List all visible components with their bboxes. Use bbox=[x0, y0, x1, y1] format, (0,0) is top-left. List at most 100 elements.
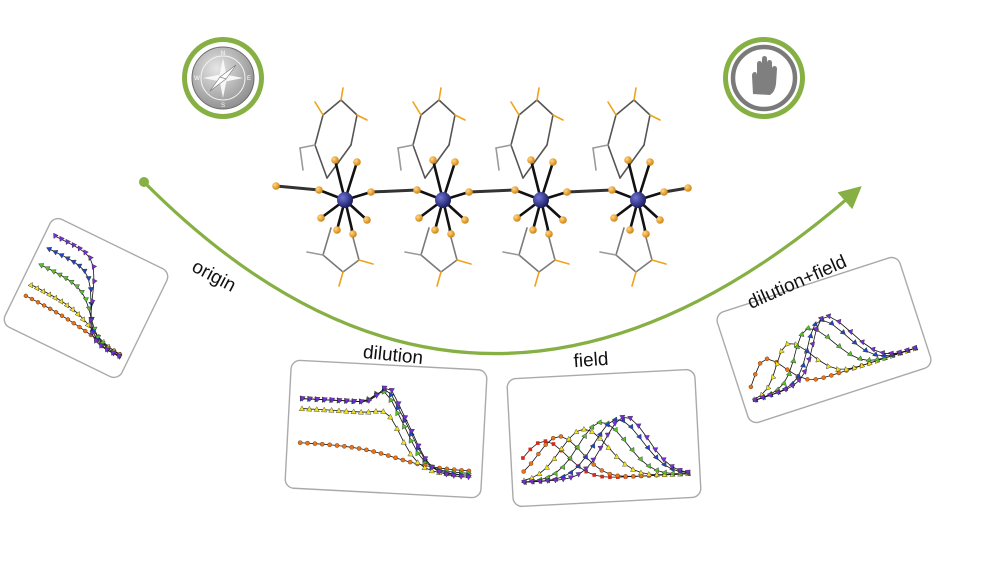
data-point bbox=[393, 425, 401, 432]
bond bbox=[454, 114, 466, 121]
bond bbox=[607, 144, 621, 179]
data-point bbox=[400, 457, 406, 463]
panel-field-label: field bbox=[573, 349, 609, 372]
data-point bbox=[328, 407, 335, 413]
bond bbox=[420, 99, 440, 116]
data-point bbox=[793, 343, 800, 350]
data-point bbox=[450, 473, 458, 479]
data-point bbox=[574, 444, 580, 451]
ligand-atom bbox=[331, 156, 339, 164]
data-point bbox=[321, 397, 328, 403]
data-point bbox=[851, 339, 858, 345]
data-point bbox=[465, 474, 472, 481]
data-point bbox=[644, 444, 650, 451]
bond bbox=[456, 259, 472, 265]
data-point bbox=[372, 408, 379, 414]
bond bbox=[356, 114, 368, 121]
data-point bbox=[436, 469, 443, 476]
data-point bbox=[643, 435, 650, 441]
data-point bbox=[77, 324, 82, 330]
bond bbox=[314, 144, 328, 179]
bond bbox=[538, 259, 556, 273]
bond bbox=[369, 188, 419, 194]
data-point bbox=[811, 321, 818, 327]
data-point bbox=[350, 408, 357, 415]
data-point bbox=[117, 352, 123, 359]
data-point bbox=[821, 375, 826, 380]
data-point bbox=[611, 416, 618, 423]
metal-atom bbox=[435, 192, 451, 208]
data-point bbox=[415, 443, 422, 450]
data-point bbox=[604, 432, 611, 439]
data-point bbox=[759, 394, 765, 401]
data-point bbox=[551, 455, 558, 462]
ligand-atom bbox=[608, 186, 616, 194]
data-point bbox=[41, 303, 47, 308]
data-point bbox=[859, 362, 866, 369]
data-point bbox=[74, 311, 80, 318]
ligand-atom bbox=[333, 226, 341, 234]
series-line bbox=[524, 419, 688, 483]
bond bbox=[510, 114, 520, 146]
ligand-atom bbox=[315, 186, 323, 194]
data-point bbox=[305, 440, 310, 446]
data-point bbox=[867, 360, 873, 367]
data-point bbox=[414, 459, 421, 465]
data-point bbox=[807, 332, 814, 339]
panel-field bbox=[506, 368, 702, 508]
data-point bbox=[536, 451, 541, 457]
molecular-chain bbox=[272, 87, 692, 287]
bond bbox=[619, 144, 645, 179]
bond bbox=[322, 99, 342, 116]
data-point bbox=[358, 399, 365, 405]
bond bbox=[326, 144, 352, 179]
data-point bbox=[615, 473, 620, 478]
data-point bbox=[669, 470, 675, 477]
data-point bbox=[780, 380, 787, 386]
data-point bbox=[93, 337, 100, 344]
bond bbox=[412, 144, 426, 179]
data-point bbox=[668, 464, 675, 470]
data-point bbox=[320, 441, 325, 447]
data-point bbox=[52, 250, 59, 256]
data-point bbox=[78, 290, 85, 296]
data-point bbox=[73, 284, 80, 290]
data-point bbox=[407, 450, 414, 457]
data-point bbox=[869, 346, 876, 353]
data-point bbox=[443, 471, 450, 478]
bond bbox=[350, 114, 358, 146]
bond bbox=[510, 144, 524, 179]
bond bbox=[340, 99, 358, 116]
data-point bbox=[429, 464, 436, 471]
data-point bbox=[88, 316, 95, 324]
series-line bbox=[755, 319, 916, 401]
bond bbox=[495, 144, 512, 149]
data-point bbox=[422, 456, 429, 462]
data-point bbox=[314, 396, 321, 403]
data-point bbox=[87, 287, 94, 293]
data-point bbox=[846, 350, 853, 357]
bond bbox=[599, 251, 617, 256]
data-point bbox=[371, 449, 376, 454]
data-point bbox=[543, 442, 548, 447]
data-point bbox=[381, 385, 388, 392]
data-point bbox=[544, 478, 551, 484]
data-point bbox=[612, 426, 618, 433]
data-point bbox=[856, 355, 863, 361]
data-point bbox=[343, 407, 350, 414]
data-point bbox=[635, 423, 642, 429]
bond bbox=[554, 259, 570, 265]
data-point bbox=[329, 397, 336, 404]
compass-letter-w: W bbox=[194, 76, 200, 82]
compass-letter-n: N bbox=[221, 51, 225, 57]
ligand-atom bbox=[549, 158, 557, 166]
data-point bbox=[800, 362, 806, 368]
data-point bbox=[27, 282, 33, 289]
data-point bbox=[552, 470, 558, 477]
data-point bbox=[528, 461, 534, 466]
data-point bbox=[46, 247, 53, 253]
data-point bbox=[79, 316, 86, 323]
data-point bbox=[622, 461, 628, 467]
bond bbox=[424, 144, 450, 179]
